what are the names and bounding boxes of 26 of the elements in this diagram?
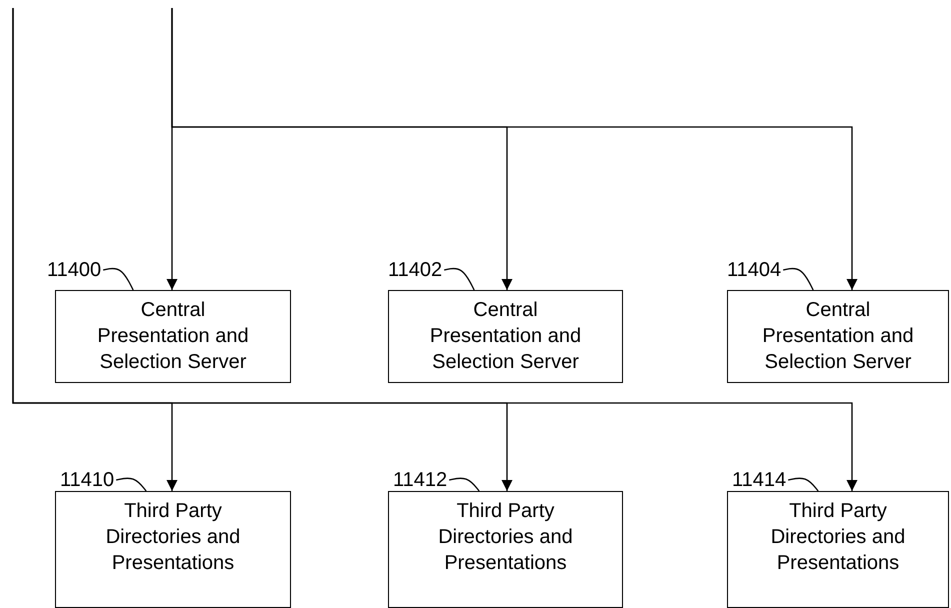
leader-line xyxy=(444,268,475,290)
callout-number: 11414 xyxy=(732,469,786,491)
process-box xyxy=(727,491,949,608)
process-box xyxy=(388,290,623,383)
arrow xyxy=(12,8,858,491)
callout-number: 11402 xyxy=(388,259,442,281)
leader-line xyxy=(116,478,147,492)
box-label: Third Party Directories and Presentations xyxy=(104,499,242,576)
process-box xyxy=(388,491,623,608)
callout-number: 11400 xyxy=(47,259,102,281)
callout-number: 11404 xyxy=(727,259,782,281)
process-box xyxy=(55,290,291,383)
leader-line xyxy=(783,268,814,290)
callout-number: 11410 xyxy=(60,469,114,491)
leader-line xyxy=(788,478,819,492)
process-box xyxy=(727,290,949,383)
box-label: Central Presentation and Selection Server xyxy=(96,298,250,375)
callout-number: 11412 xyxy=(393,469,448,491)
box-label: Third Party Directories and Presentations xyxy=(770,499,906,576)
leader-line xyxy=(449,478,480,492)
box-label: Central Presentation and Selection Server xyxy=(761,298,915,375)
box-label: Central Presentation and Selection Server xyxy=(428,298,582,375)
arrow xyxy=(171,8,858,290)
box-label: Third Party Directories and Presentations xyxy=(437,499,574,576)
process-box xyxy=(55,491,291,608)
leader-line xyxy=(103,268,134,290)
